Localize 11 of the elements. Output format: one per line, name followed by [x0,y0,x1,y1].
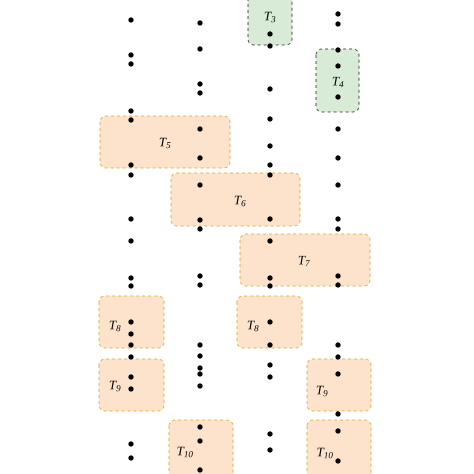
task-box: T$_{9}$ [306,358,372,412]
task-box: T$_{9}$ [98,358,164,412]
task-box: T$_{10}$ [306,420,372,474]
task-box: T$_{7}$ [240,234,370,286]
task-box: T$_{8}$ [236,296,302,348]
task-box: T$_{4}$ [316,48,360,112]
task-box: T$_{6}$ [170,172,300,226]
task-box: T$_{5}$ [100,116,230,168]
task-box: T$_{10}$ [168,420,234,474]
task-box: T$_{3}$ [248,0,292,46]
task-box: T$_{8}$ [98,296,164,348]
